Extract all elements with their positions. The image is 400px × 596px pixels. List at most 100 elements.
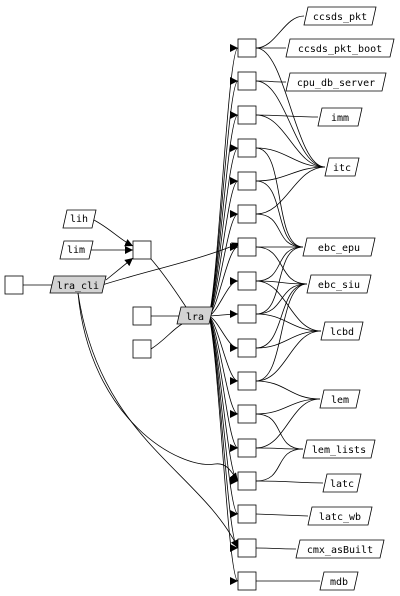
box-lra-cli-target[interactable] (132, 240, 152, 260)
module-itc[interactable]: itc (324, 157, 360, 177)
fan-link (255, 114, 326, 168)
module-label: cpu_db_server (297, 78, 375, 89)
module-mdb[interactable]: mdb (319, 571, 359, 591)
lra-edge (208, 315, 239, 418)
lra-cli-edge (77, 292, 239, 549)
edge-layer (23, 15, 326, 585)
box-lra-input-a[interactable] (132, 306, 152, 326)
module-label: itc (333, 163, 351, 174)
column-box-17[interactable] (237, 571, 257, 591)
column-box-9[interactable] (237, 304, 257, 324)
column-box-3[interactable] (237, 105, 257, 125)
box-lra-input-b[interactable] (132, 339, 152, 359)
lra-node[interactable]: lra (176, 306, 214, 325)
column-box-7[interactable] (237, 237, 257, 257)
fan-link (255, 166, 326, 182)
column-box-13[interactable] (237, 438, 257, 458)
lra-cli-node[interactable]: lra_cli (49, 275, 107, 294)
column-box-8[interactable] (237, 271, 257, 291)
module-label: lcbd (330, 327, 354, 338)
column-box-2[interactable] (237, 71, 257, 91)
module-link (255, 513, 309, 517)
column-box-14[interactable] (237, 471, 257, 491)
module-label: lem (331, 395, 349, 406)
lih-edge (91, 218, 134, 247)
module-label: ebc_epu (318, 243, 360, 254)
module-label: ccsds_pkt_boot (298, 44, 382, 55)
module-ebc-siu[interactable]: ebc_siu (306, 274, 372, 294)
lim-label: lim (67, 245, 85, 256)
column-box-5[interactable] (237, 171, 257, 191)
lra-link (150, 258, 187, 308)
lra-cli-edge (101, 242, 241, 286)
module-label: ccsds_pkt (313, 12, 367, 23)
module-ebc-epu[interactable]: ebc_epu (302, 237, 376, 257)
fan-link (255, 398, 321, 449)
fan-link (255, 147, 304, 248)
column-box-10[interactable] (237, 338, 257, 358)
box-left-root[interactable] (4, 275, 24, 295)
module-label: imm (331, 113, 349, 124)
module-ccsds-pkt[interactable]: ccsds_pkt (303, 6, 377, 26)
module-label: latc_wb (319, 512, 361, 523)
fan-link (255, 447, 304, 450)
lra-edge (208, 310, 239, 319)
column-box-12[interactable] (237, 404, 257, 424)
lra-edge (208, 315, 239, 518)
module-lem-lists[interactable]: lem_lists (302, 439, 376, 459)
fan-link (255, 330, 322, 349)
fan-link (255, 166, 326, 215)
fan-link (255, 283, 308, 349)
module-latc-wb[interactable]: latc_wb (307, 506, 373, 526)
fan-link (255, 413, 304, 450)
fan-link (255, 280, 308, 285)
lra-link (150, 323, 183, 350)
module-ccsds-pkt-boot[interactable]: ccsds_pkt_boot (285, 38, 395, 58)
module-imm[interactable]: imm (317, 107, 363, 127)
lra-cli-label: lra_cli (57, 281, 99, 292)
lra-edge (208, 315, 239, 452)
column-box-4[interactable] (237, 138, 257, 158)
column-box-15[interactable] (237, 504, 257, 524)
fan-link (255, 246, 308, 285)
column-box-16[interactable] (237, 538, 257, 558)
module-link (255, 15, 305, 49)
column-box-1[interactable] (237, 38, 257, 58)
module-lcbd[interactable]: lcbd (320, 321, 364, 341)
lra-label: lra (186, 312, 204, 323)
lra-edge (208, 315, 239, 385)
module-label: cmx_asBuilt (307, 545, 373, 556)
fan-link (255, 246, 304, 315)
module-link (255, 480, 324, 484)
module-lem[interactable]: lem (319, 389, 361, 409)
module-label: mdb (330, 577, 348, 588)
lra-edge (208, 177, 239, 317)
lra-edge (208, 315, 239, 552)
lra-cli-edge (77, 292, 239, 482)
fan-link (255, 180, 304, 248)
module-label: latc (330, 479, 354, 490)
module-latc[interactable]: latc (322, 473, 362, 493)
module-cmx-asBuilt[interactable]: cmx_asBuilt (295, 539, 385, 559)
module-cpu-db-server[interactable]: cpu_db_server (285, 72, 387, 92)
fan-link (255, 80, 326, 168)
lih-node[interactable]: lih (62, 209, 97, 229)
fan-link (255, 283, 308, 315)
lim-node[interactable]: lim (59, 240, 94, 260)
module-label: lem_lists (312, 445, 366, 456)
fan-link (255, 448, 304, 482)
column-box-11[interactable] (237, 371, 257, 391)
fan-link (255, 147, 326, 168)
column-box-6[interactable] (237, 204, 257, 224)
fan-link (255, 398, 321, 415)
fan-link (255, 213, 304, 248)
lra-edge (208, 315, 239, 585)
lra-cli-edge (105, 257, 134, 281)
lih-label: lih (70, 214, 88, 225)
fan-link (255, 47, 326, 168)
module-link (255, 547, 297, 550)
fan-link (255, 283, 308, 382)
fan-link (255, 380, 321, 400)
